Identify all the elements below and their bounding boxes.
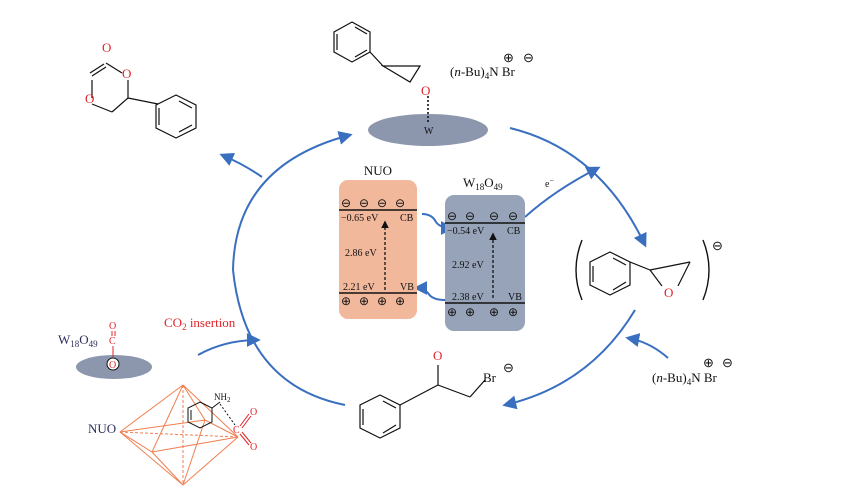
svg-text:⊕: ⊕ (395, 294, 405, 308)
svg-text:⊖: ⊖ (341, 196, 351, 210)
nuo-label: NUO (88, 421, 116, 436)
svg-text:⊕: ⊕ (359, 294, 369, 308)
catalyst-top: (n-Bu)4N Br (450, 64, 515, 81)
plus-charge-top: ⊕ (503, 50, 514, 65)
svg-text:⊖: ⊖ (359, 196, 369, 210)
electron-label: e− (545, 176, 554, 190)
w-holes: ⊕ ⊕ ⊕ ⊕ (447, 305, 518, 319)
epoxide-anion-oxygen: O (664, 285, 673, 300)
arrow-to-carbonate (219, 153, 263, 178)
nuo-gap-value: 2.86 eV (345, 248, 377, 259)
svg-text:⊕: ⊕ (465, 305, 475, 319)
arrow-electron-out (524, 166, 601, 218)
carbonyl-oxygen: O (102, 40, 111, 55)
arrow-left-top (232, 131, 353, 271)
arrow-top-right (509, 127, 647, 248)
nuo-title: NUO (364, 163, 392, 178)
nuo-holes: ⊕ ⊕ ⊕ ⊕ (341, 294, 405, 308)
nuo-vb-tag: VB (400, 282, 414, 293)
arrow-right-bottom (502, 309, 636, 410)
nuo-electrons: ⊖ ⊖ ⊖ ⊖ (341, 196, 405, 210)
minus-charge-right: ⊖ (722, 355, 733, 370)
svg-text:⊕: ⊕ (508, 305, 518, 319)
cyclic-carbonate: O O O (85, 40, 197, 139)
ring-oxygen-2: O (122, 66, 131, 81)
arrow-vb-transfer (413, 281, 446, 301)
co2-top-oxygen: O (109, 321, 116, 332)
catalyst-right: (n-Bu)4N Br ⊕ ⊖ (652, 355, 733, 387)
nh2-group: NH2 (214, 392, 231, 404)
plus-charge-right: ⊕ (703, 355, 714, 370)
w-surface-top (368, 114, 488, 146)
w18o49-left-label: W18O49 (58, 332, 98, 349)
nuo-co2-oxygen-2: O (250, 442, 257, 453)
w-surface-label: W (424, 126, 434, 137)
svg-text:⊖: ⊖ (465, 209, 475, 223)
nuo-vb-value: 2.21 eV (343, 282, 375, 293)
co2-carbon: C (109, 336, 116, 347)
catalyst-right-text: (n-Bu)4N Br (652, 370, 717, 387)
ring-oxygen-1: O (85, 91, 94, 106)
band-diagram: NUO ⊖⊖⊖⊖ −0.65 eV CB 2.86 eV 2.21 eV VB … (339, 163, 554, 331)
w-cb-tag: CB (507, 226, 521, 237)
svg-text:⊖: ⊖ (377, 196, 387, 210)
nuo-cb-tag: CB (400, 213, 414, 224)
co2-insertion-label: CO2 insertion (164, 315, 236, 332)
svg-text:⊖: ⊖ (508, 209, 518, 223)
co2-adsorption: O C O W18O49 CO2 insertion (58, 315, 236, 379)
w-cb-value: −0.54 eV (447, 226, 485, 237)
w-vb-tag: VB (508, 292, 522, 303)
svg-text:⊖: ⊖ (489, 209, 499, 223)
top-adsorbed-epoxide: W O (n-Bu)4N Br ⊕ ⊖ (333, 21, 534, 146)
svg-text:⊕: ⊕ (341, 294, 351, 308)
epoxide-oxygen-top: O (421, 83, 430, 98)
svg-text:⊕: ⊕ (489, 305, 499, 319)
nuo-co2-oxygen-1: O (250, 407, 257, 418)
w18o49-title: W18O49 (463, 175, 503, 192)
cycle-arrows (197, 127, 669, 410)
bromo-alkoxide: O Br ⊖ (359, 348, 514, 439)
arrow-co2-in (197, 333, 261, 356)
arrow-catalyst-in (625, 333, 669, 359)
svg-text:⊖: ⊖ (395, 196, 405, 210)
nuo-octahedron: NUO NH2 C O O (88, 384, 257, 486)
nuo-co2-carbon: C (233, 425, 240, 436)
w-vb-value: 2.38 eV (452, 292, 484, 303)
bromide: Br (483, 370, 497, 385)
minus-charge-top: ⊖ (523, 50, 534, 65)
arrow-bottom-left (232, 269, 346, 406)
bromide-charge: ⊖ (503, 360, 514, 375)
w18o49-band-box (445, 195, 525, 331)
w-gap-value: 2.92 eV (452, 260, 484, 271)
benzene-ring-top (333, 21, 422, 83)
svg-text:⊕: ⊕ (377, 294, 387, 308)
svg-text:⊖: ⊖ (447, 209, 457, 223)
adsorbed-oxygen-circle (106, 357, 120, 371)
svg-text:⊕: ⊕ (447, 305, 457, 319)
epoxide-anion: O ⊖ (575, 238, 723, 301)
w-electrons: ⊖ ⊖ ⊖ ⊖ (447, 209, 518, 223)
epoxide-anion-charge: ⊖ (712, 238, 723, 253)
adsorbed-oxygen: O (109, 360, 116, 371)
nuo-band-box (339, 180, 417, 319)
alkoxide-oxygen: O (433, 348, 442, 363)
nuo-cb-value: −0.65 eV (341, 213, 379, 224)
